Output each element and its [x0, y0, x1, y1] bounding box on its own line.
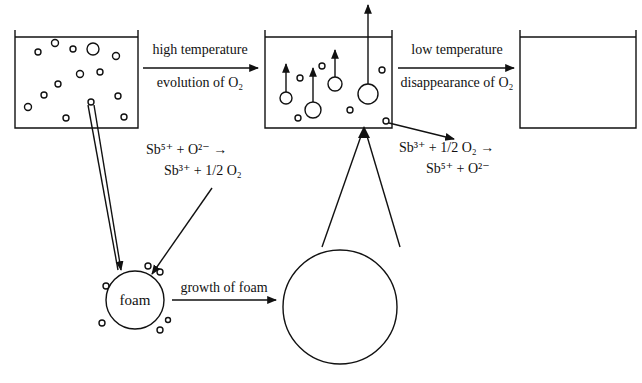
bubble — [347, 107, 353, 113]
bubble — [99, 320, 105, 326]
bubble — [35, 49, 41, 55]
bubble — [328, 77, 342, 91]
bubble — [145, 263, 151, 269]
reaction-equation: Sb⁵⁺ + O²⁻ → — [145, 142, 228, 158]
rising-arrow — [312, 68, 313, 102]
melt-surface — [265, 36, 392, 37]
melt-tank — [15, 30, 138, 128]
bubble — [25, 104, 32, 111]
bubble — [166, 318, 171, 323]
process-label: growth of foam — [179, 280, 268, 296]
pointer-line — [88, 105, 118, 270]
bubble — [121, 114, 127, 120]
rising-arrow — [285, 64, 286, 92]
bubble — [280, 92, 292, 104]
bubble — [41, 92, 47, 98]
condition-label: low temperature — [410, 42, 503, 58]
bubble — [113, 53, 120, 60]
node-label: foam — [120, 292, 151, 309]
bubble — [115, 93, 121, 99]
pointer-line — [322, 136, 361, 247]
bubble — [319, 63, 325, 69]
pointer-arrow — [389, 123, 454, 139]
bubble-outline — [106, 271, 164, 329]
bubble — [88, 99, 94, 105]
pointer-line — [367, 136, 400, 247]
growth-arrow — [172, 299, 276, 300]
foam-bubble: foam — [105, 270, 165, 330]
condition-label: high temperature — [151, 42, 248, 58]
melt-tank — [265, 30, 392, 128]
process-label: evolution of O₂ — [156, 75, 245, 91]
melt-surface — [15, 36, 138, 37]
process-arrow — [143, 67, 258, 68]
arrow-head — [358, 126, 370, 138]
bubble — [379, 67, 385, 73]
bubble — [383, 118, 389, 124]
bubble — [157, 269, 163, 275]
bubble — [157, 327, 163, 333]
melt-surface — [520, 36, 636, 37]
bubble — [87, 43, 99, 55]
bubble — [297, 75, 303, 81]
bubble — [52, 40, 59, 47]
pointer-arrow — [152, 188, 212, 274]
reaction-equation: Sb⁵⁺ + O²⁻ — [425, 161, 491, 177]
pointer-line — [94, 105, 121, 270]
bubble — [295, 115, 301, 121]
rising-arrow — [367, 5, 368, 84]
process-arrow — [398, 67, 514, 68]
bubble — [55, 81, 61, 87]
bubble — [63, 115, 69, 121]
bubble — [358, 84, 378, 104]
bubble — [77, 71, 84, 78]
bubble — [70, 46, 76, 52]
reaction-equation: Sb³⁺ + 1/2 O₂ → — [398, 140, 495, 156]
grown-bubble — [283, 250, 397, 364]
bubble — [97, 69, 103, 75]
melt-tank — [520, 30, 636, 128]
bubble — [305, 102, 321, 118]
process-label: disappearance of O₂ — [400, 75, 515, 91]
rising-arrow — [334, 50, 335, 77]
reaction-equation: Sb³⁺ + 1/2 O₂ — [163, 163, 243, 179]
